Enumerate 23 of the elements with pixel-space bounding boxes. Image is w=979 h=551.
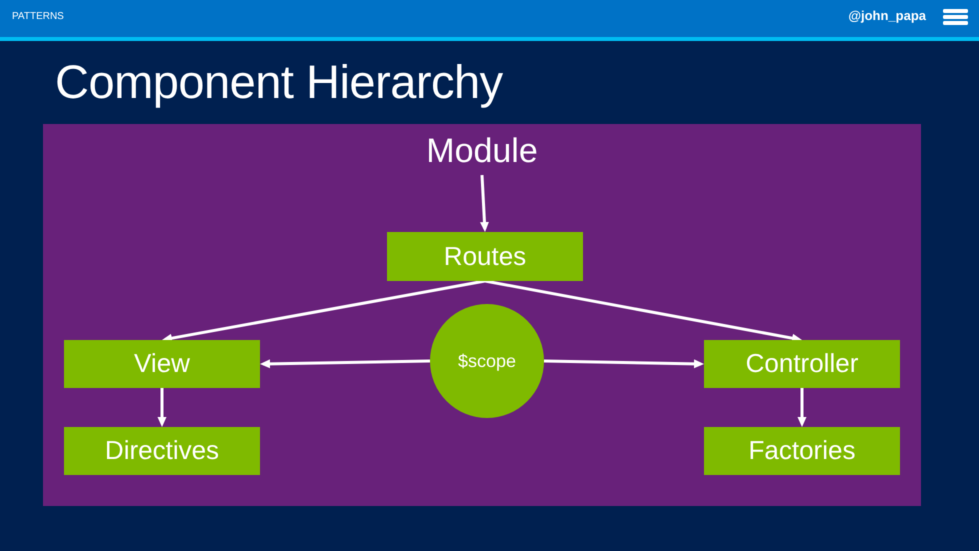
node-text: Controller [746, 349, 858, 379]
node-text: View [134, 349, 190, 379]
component-box [704, 340, 900, 388]
node-text: Routes [444, 242, 526, 272]
component-box [64, 340, 260, 388]
arrow [260, 359, 430, 368]
arrow [484, 280, 802, 343]
module-panel [43, 124, 921, 506]
component-box [704, 427, 900, 475]
arrow [162, 280, 486, 343]
author-handle: @john_papa [848, 9, 926, 24]
panel-heading: Module [426, 132, 538, 172]
node-text: Factories [748, 436, 856, 466]
arrow [158, 388, 166, 427]
arrow [480, 175, 489, 232]
arrow [798, 388, 806, 427]
slide-title: Component Hierarchy [55, 56, 503, 108]
component-box [387, 232, 583, 281]
series-name: PATTERNS [12, 11, 64, 22]
node-text: $scope [458, 350, 516, 372]
arrow [544, 359, 704, 368]
node-text: Directives [104, 436, 220, 466]
component-box [64, 427, 260, 475]
